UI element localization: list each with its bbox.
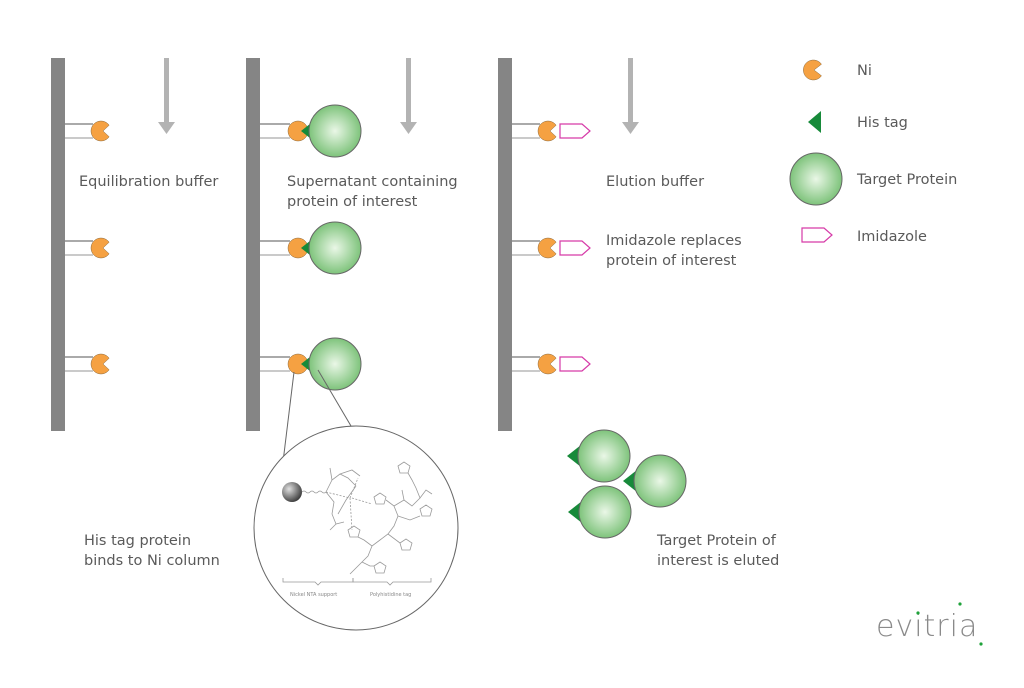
ligand-row <box>512 237 591 259</box>
eluted-note-line-1: Target Protein of <box>656 533 777 549</box>
ligand-row <box>512 353 591 375</box>
his-tag-icon <box>808 111 821 133</box>
binding-note-line-1: His tag protein <box>84 533 191 549</box>
polyhistidine-structure <box>347 461 433 575</box>
column-1 <box>51 58 65 431</box>
column-bar <box>51 58 65 431</box>
eluted-protein <box>623 454 687 508</box>
ni-icon <box>537 353 557 375</box>
ni-icon <box>803 59 822 81</box>
legend-label: Target Protein <box>856 172 957 188</box>
step-2-label-line-1: Supernatant containing <box>287 174 458 190</box>
logo-dot <box>979 642 983 646</box>
legend: Ni His tag Target Protein Imidazole <box>789 59 957 245</box>
down-arrow-icon <box>622 58 639 134</box>
down-arrow-icon <box>400 58 417 134</box>
column-bar <box>498 58 512 431</box>
ligand-row <box>260 104 362 158</box>
legend-item-imidazole: Imidazole <box>801 227 927 245</box>
step-3-note-line-2: protein of interest <box>606 253 737 269</box>
ni-icon <box>90 353 110 375</box>
ligand-row <box>260 337 362 391</box>
bead-linker <box>301 490 327 494</box>
column-bar <box>246 58 260 431</box>
legend-item-ni: Ni <box>803 59 872 81</box>
ni-icon <box>90 120 110 142</box>
linker <box>260 356 290 372</box>
logo-dot <box>916 611 920 615</box>
nta-structure <box>325 467 373 531</box>
evitria-logo: evitria <box>876 602 983 646</box>
step-3-label: Elution buffer <box>606 174 704 190</box>
linker <box>65 240 93 256</box>
linker <box>512 123 540 139</box>
linker <box>65 123 93 139</box>
his-tag-icon <box>623 470 637 492</box>
legend-label: Imidazole <box>857 229 927 245</box>
target-protein-icon <box>308 104 362 158</box>
ni-icon <box>90 237 110 259</box>
polyhistidine-tag-label: Polyhistidine tag <box>370 592 411 598</box>
linker <box>512 240 540 256</box>
column-3 <box>498 58 512 431</box>
step-2-label-line-2: protein of interest <box>287 194 418 210</box>
inset-circle <box>253 425 459 631</box>
nta-bead-icon <box>282 482 302 502</box>
column-2-ligands <box>260 104 362 391</box>
column-1-ligands <box>65 120 110 375</box>
imidazole-icon <box>559 123 591 139</box>
target-protein-icon <box>633 454 687 508</box>
linker <box>65 356 93 372</box>
binding-note-line-2: binds to Ni column <box>84 553 220 569</box>
imidazole-icon <box>559 240 591 256</box>
column-3-ligands <box>512 120 591 375</box>
ligand-row <box>260 221 362 275</box>
ligand-row <box>65 353 110 375</box>
linker <box>260 240 290 256</box>
imidazole-icon <box>559 356 591 372</box>
legend-label: Ni <box>857 63 872 79</box>
chemistry-inset: Nickel NTA support Polyhistidine tag <box>253 425 459 631</box>
target-protein-icon <box>308 221 362 275</box>
zoom-line-left <box>282 371 295 463</box>
ni-icon <box>537 237 557 259</box>
ni-icon <box>537 120 557 142</box>
down-arrow-icon <box>158 58 175 134</box>
step-3-note-line-1: Imidazole replaces <box>606 233 742 249</box>
eluted-protein <box>568 485 632 539</box>
legend-item-target-protein: Target Protein <box>789 152 957 206</box>
target-protein-icon <box>308 337 362 391</box>
ligand-row <box>65 237 110 259</box>
step-1-label: Equilibration buffer <box>79 174 218 190</box>
linker <box>512 356 540 372</box>
his-tag-icon <box>567 445 581 467</box>
ligand-row <box>65 120 110 142</box>
inset-braces <box>282 578 432 586</box>
eluted-protein <box>567 429 631 483</box>
ligand-row <box>512 120 591 142</box>
target-protein-icon <box>577 429 631 483</box>
eluted-note-line-2: interest is eluted <box>657 553 779 569</box>
nickel-nta-support-label: Nickel NTA support <box>290 592 337 598</box>
logo-text: evitria <box>876 609 978 644</box>
target-protein-icon <box>789 152 843 206</box>
imidazole-icon <box>801 227 833 243</box>
eluted-proteins <box>567 429 687 539</box>
zoom-line-right <box>317 369 352 427</box>
target-protein-icon <box>578 485 632 539</box>
logo-dot <box>958 602 962 606</box>
linker <box>260 123 290 139</box>
legend-item-his-tag: His tag <box>808 111 908 133</box>
legend-label: His tag <box>857 115 908 131</box>
column-2 <box>246 58 260 431</box>
his-tag-icon <box>568 501 582 523</box>
